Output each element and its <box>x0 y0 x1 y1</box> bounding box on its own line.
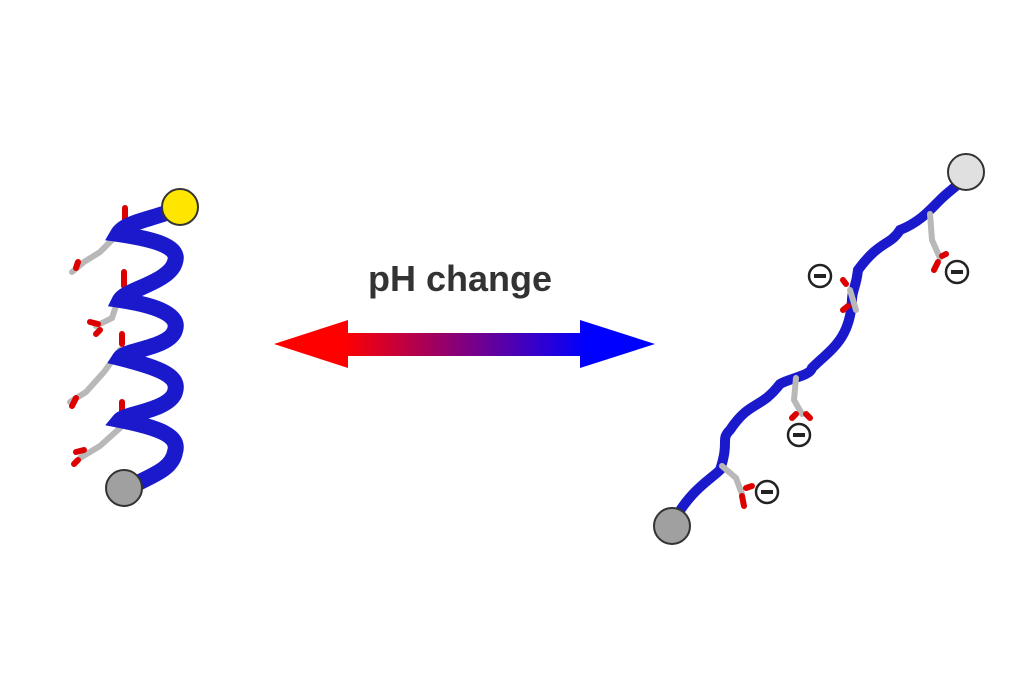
minus-charge-icon <box>807 263 833 289</box>
minus-charge-icon <box>754 479 780 505</box>
alpha-helix <box>67 188 199 507</box>
chain-bottom-terminus <box>653 507 691 545</box>
double-arrow-icon <box>274 320 655 368</box>
chain-top-terminus <box>947 153 985 191</box>
helix-bottom-terminus <box>105 469 143 507</box>
minus-charge-icon <box>786 422 812 448</box>
minus-charge-icon <box>944 259 970 285</box>
oxygens-left <box>69 205 128 467</box>
helix-top-terminus <box>161 188 199 226</box>
extended-chain <box>653 153 985 545</box>
negative-charge-icons <box>754 259 970 505</box>
ph-change-label: pH change <box>367 258 553 299</box>
